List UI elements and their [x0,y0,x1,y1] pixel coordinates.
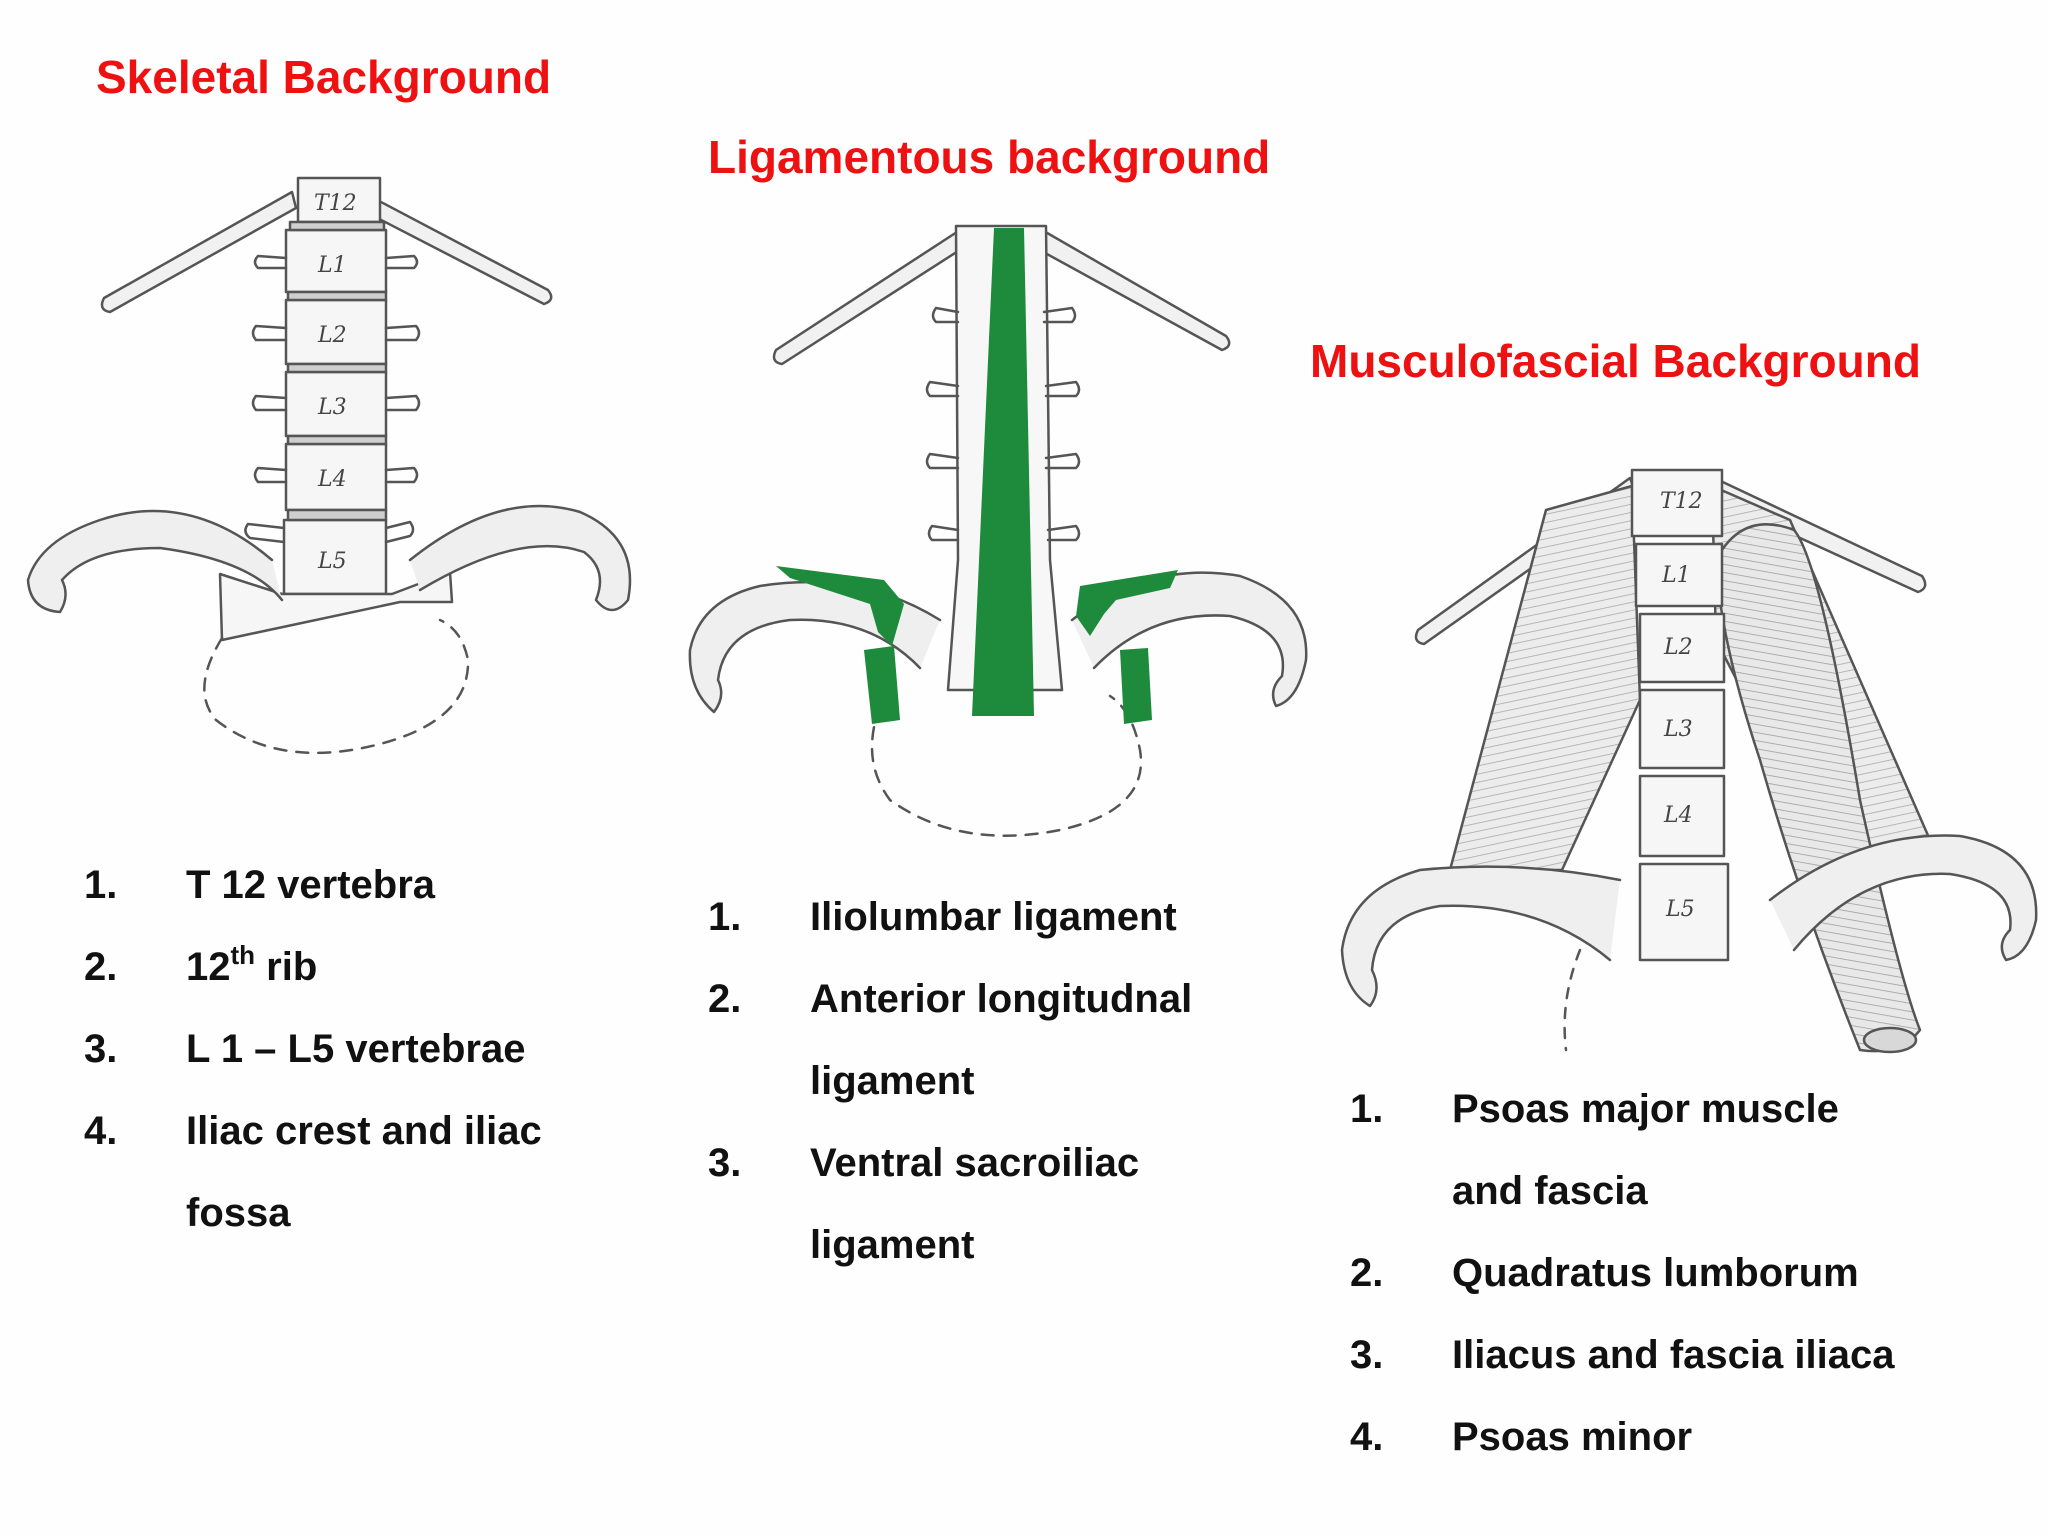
item-number: 3. [1350,1333,1384,1377]
item-text: Psoas major muscle and fascia [1452,1087,1839,1213]
item-number: 3. [84,1027,118,1071]
vertebra-label-l2: L2 [317,323,347,348]
mf-vertebra-label-l3: L3 [1663,717,1693,742]
musculofascial-spine-drawing: T12 L1 L2 L3 L4 L5 [1340,468,2038,1054]
vertebra-label-l1: L1 [317,253,347,278]
item-number: 2. [1350,1251,1384,1295]
item-text: Iliac crest and iliac fossa [186,1109,542,1235]
mf-vertebra-label-t12: T12 [1660,489,1703,514]
list-item: 4. Iliac crest and iliac fossa [84,1090,644,1254]
list-item: 2. 12th rib [84,926,644,1008]
item-number: 1. [708,895,742,939]
list-item: 3. Ventral sacroiliac ligament [708,1122,1288,1286]
ventral-sacroiliac-ligament-left [864,646,900,724]
anterior-longitudinal-ligament [972,228,1034,716]
mf-vertebra-label-l2: L2 [1663,635,1693,660]
item-number: 2. [708,977,742,1021]
mf-vertebra-label-l1: L1 [1661,563,1691,588]
list-item: 1. T 12 vertebra [84,844,644,926]
vertebra-labels: T12 L1 L2 L3 L4 L5 [314,191,357,574]
vertebra-label-l5: L5 [317,549,347,574]
item-text: T 12 vertebra [186,863,436,907]
item-number: 3. [708,1141,742,1185]
item-number: 4. [1350,1415,1384,1459]
list-item: 4. Psoas minor [1350,1396,2010,1478]
ligamentous-spine-drawing [688,224,1308,837]
skeletal-list: 1. T 12 vertebra 2. 12th rib 3. L 1 – L5… [84,844,644,1254]
ligamentous-heading: Ligamentous background [708,131,1271,183]
item-text: Anterior longitudnal ligament [810,977,1193,1103]
list-item: 3. Iliacus and fascia iliaca [1350,1314,2010,1396]
list-item: 2. Anterior longitudnal ligament [708,958,1288,1122]
item-text: 12th rib [186,940,318,989]
item-number: 1. [1350,1087,1384,1131]
item-text: Iliacus and fascia iliaca [1452,1333,1895,1377]
list-item: 3. L 1 – L5 vertebrae [84,1008,644,1090]
ventral-sacroiliac-ligament-right [1120,648,1152,724]
vertebra-label-t12: T12 [314,191,357,216]
musculofascial-heading: Musculofascial Background [1310,335,1921,387]
item-text: Iliolumbar ligament [810,895,1177,939]
item-number: 2. [84,945,118,989]
ligamentous-list: 1. Iliolumbar ligament 2. Anterior longi… [708,876,1288,1286]
superscript: th [230,940,256,970]
skeletal-spine-drawing: T12 L1 L2 L3 L4 L5 [26,176,632,755]
iliolumbar-ligament-right [1076,570,1178,636]
mf-vertebra-label-l4: L4 [1663,803,1693,828]
musculofascial-list: 1. Psoas major muscle and fascia 2. Quad… [1350,1068,2010,1478]
ligament-highlights [776,228,1178,724]
item-text: Psoas minor [1452,1415,1693,1459]
item-text: Ventral sacroiliac ligament [810,1141,1140,1267]
skeletal-heading: Skeletal Background [96,51,552,103]
item-number: 1. [84,863,118,907]
item-text: L 1 – L5 vertebrae [186,1027,526,1071]
musculofascial-vertebra-labels: T12 L1 L2 L3 L4 L5 [1660,489,1703,922]
list-item: 2. Quadratus lumborum [1350,1232,2010,1314]
list-item: 1. Iliolumbar ligament [708,876,1288,958]
list-item: 1. Psoas major muscle and fascia [1350,1068,2010,1232]
mf-vertebra-label-l5: L5 [1665,897,1695,922]
iliolumbar-ligament-left [776,566,904,646]
vertebra-label-l3: L3 [317,395,347,420]
item-text: Quadratus lumborum [1452,1251,1859,1295]
vertebra-label-l4: L4 [317,467,347,492]
item-number: 4. [84,1109,118,1153]
